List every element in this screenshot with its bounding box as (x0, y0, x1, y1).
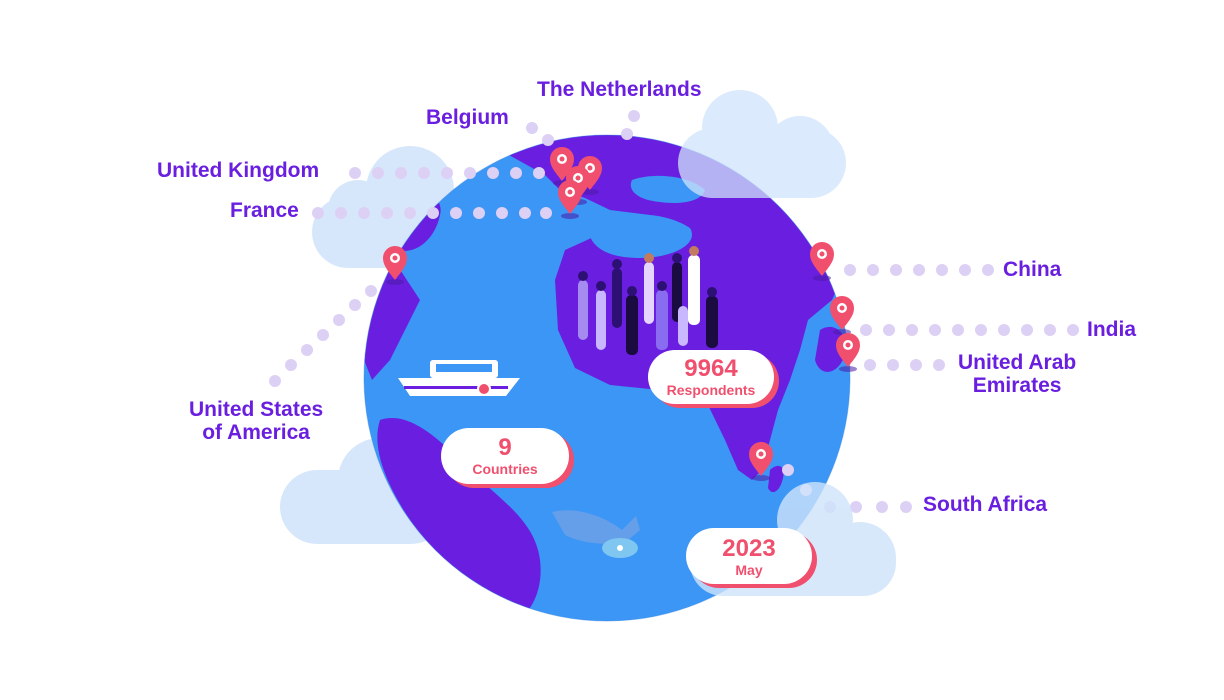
label-usa-line2: of America (202, 421, 310, 444)
label-uae-line1: United Arab (958, 351, 1077, 374)
people-group-illustration (578, 246, 718, 355)
cloud-upper-right (678, 90, 846, 198)
date-month: May (735, 562, 763, 578)
boat-illustration (398, 360, 520, 396)
date-year: 2023 (722, 535, 776, 562)
label-united-arab-emirates: United Arab Emirates (958, 351, 1076, 397)
countries-value: 9 (498, 434, 512, 461)
label-south-africa: South Africa (923, 493, 1048, 516)
label-france: France (230, 199, 299, 222)
respondents-label: Respondents (666, 382, 756, 398)
respondents-value: 9964 (684, 355, 738, 382)
whale-illustration (552, 510, 640, 558)
label-belgium: Belgium (426, 106, 509, 129)
connector-dots (269, 110, 1079, 513)
label-china: China (1003, 258, 1062, 281)
label-united-states-of-america: United States of America (189, 398, 323, 444)
countries-badge: 9 Countries (441, 428, 569, 484)
label-usa-line1: United States (189, 398, 324, 421)
label-united-kingdom: United Kingdom (157, 159, 320, 182)
respondents-badge: 9964 Respondents (648, 350, 774, 404)
label-the-netherlands: The Netherlands (537, 78, 702, 101)
label-uae-line2: Emirates (972, 374, 1062, 397)
countries-label: Countries (472, 461, 538, 477)
label-india: India (1087, 318, 1137, 341)
date-badge: 2023 May (686, 528, 812, 584)
